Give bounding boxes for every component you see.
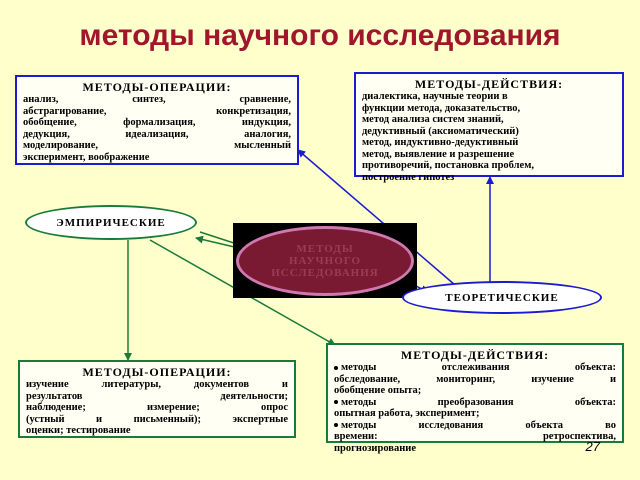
- theoretical-oval: ТЕОРЕТИЧЕСКИЕ: [402, 281, 602, 314]
- box-line: метод, индуктивно-дедуктивный: [362, 137, 519, 148]
- box-line: метод, выявление и разрешение: [362, 148, 515, 160]
- center-line: ИССЛЕДОВАНИЯ: [271, 267, 379, 279]
- box-line: метод анализа систем знаний,: [362, 114, 504, 125]
- empirical-label: ЭМПИРИЧЕСКИЕ: [56, 216, 166, 229]
- box-line: методы отслеживания объекта:: [334, 362, 616, 374]
- box-line: диалектика, научные теории в: [362, 91, 508, 102]
- box-line: функции метода, доказательство,: [362, 102, 521, 114]
- box-line: результатов деятельности;: [26, 390, 288, 402]
- box-title: МЕТОДЫ-ДЕЙСТВИЯ:: [400, 348, 550, 362]
- box-line: обобщение, формализация, индукция,: [23, 117, 291, 128]
- box-line: времени: ретроспектива,: [334, 431, 616, 442]
- box-line: методы преобразования объекта:: [334, 397, 616, 409]
- box-body: диалектика, научные теории в функции мет…: [362, 91, 616, 183]
- box-line: обобщение опыта;: [334, 385, 422, 396]
- box-line: моделирование, мысленный: [23, 140, 291, 151]
- box-body: методы отслеживания объекта: обследовани…: [334, 362, 616, 454]
- box-line: дедукция, идеализация, аналогия,: [23, 128, 291, 140]
- bullet-icon: [334, 365, 338, 370]
- box-line: опытная работа, эксперимент;: [334, 408, 480, 419]
- empirical-actions-box: МЕТОДЫ-ДЕЙСТВИЯ: методы отслеживания объ…: [326, 343, 624, 454]
- box-body: анализ, синтез, сравнение, абстрагирован…: [23, 94, 291, 163]
- box-line: дедуктивный (аксиоматический): [362, 125, 519, 137]
- box-line: эксперимент, воображение: [23, 151, 150, 163]
- theoretical-actions-box: МЕТОДЫ-ДЕЙСТВИЯ: диалектика, научные тео…: [354, 72, 624, 183]
- box-line: изучение литературы, документов и: [26, 379, 288, 390]
- box-title: МЕТОДЫ-ОПЕРАЦИИ:: [82, 365, 232, 379]
- box-line: обследование, мониторинг, изучение и: [334, 373, 616, 385]
- box-line: прогнозирование: [334, 442, 416, 454]
- center-node: МЕТОДЫ НАУЧНОГО ИССЛЕДОВАНИЯ: [236, 226, 414, 296]
- box-line: противоречий, постановка проблем,: [362, 160, 534, 171]
- box-title: МЕТОДЫ-ДЕЙСТВИЯ:: [414, 77, 564, 91]
- box-line: оценки; тестирование: [26, 425, 131, 436]
- page-number: 27: [585, 439, 600, 454]
- box-line-text: методы преобразования объекта:: [341, 396, 616, 408]
- center-line: НАУЧНОГО: [288, 255, 362, 267]
- box-line: наблюдение; измерение; опрос: [26, 402, 288, 413]
- box-line: (устный и письменный); экспертные: [26, 413, 288, 425]
- box-body: изучение литературы, документов и резуль…: [26, 379, 288, 437]
- theoretical-operations-box: МЕТОДЫ-ОПЕРАЦИИ: анализ, синтез, сравнен…: [15, 75, 299, 165]
- center-line: МЕТОДЫ: [296, 243, 354, 255]
- box-title: МЕТОДЫ-ОПЕРАЦИИ:: [82, 80, 232, 94]
- box-line: абстрагирование, конкретизация,: [23, 105, 291, 117]
- page-title: методы научного исследования: [79, 19, 561, 52]
- bullet-icon: [334, 400, 338, 405]
- empirical-operations-box: МЕТОДЫ-ОПЕРАЦИИ: изучение литературы, до…: [18, 360, 296, 438]
- box-line: построение гипотез: [362, 171, 455, 183]
- box-line: методы исследования объекта во: [334, 420, 616, 432]
- empirical-oval: ЭМПИРИЧЕСКИЕ: [25, 205, 197, 240]
- box-line-text: методы отслеживания объекта:: [341, 362, 616, 373]
- box-line-text: методы исследования объекта во: [341, 419, 616, 431]
- box-line: анализ, синтез, сравнение,: [23, 94, 291, 105]
- theoretical-label: ТЕОРЕТИЧЕСКИЕ: [445, 291, 559, 304]
- bullet-icon: [334, 423, 338, 428]
- arrow-theoretical-to-operations: [297, 149, 456, 286]
